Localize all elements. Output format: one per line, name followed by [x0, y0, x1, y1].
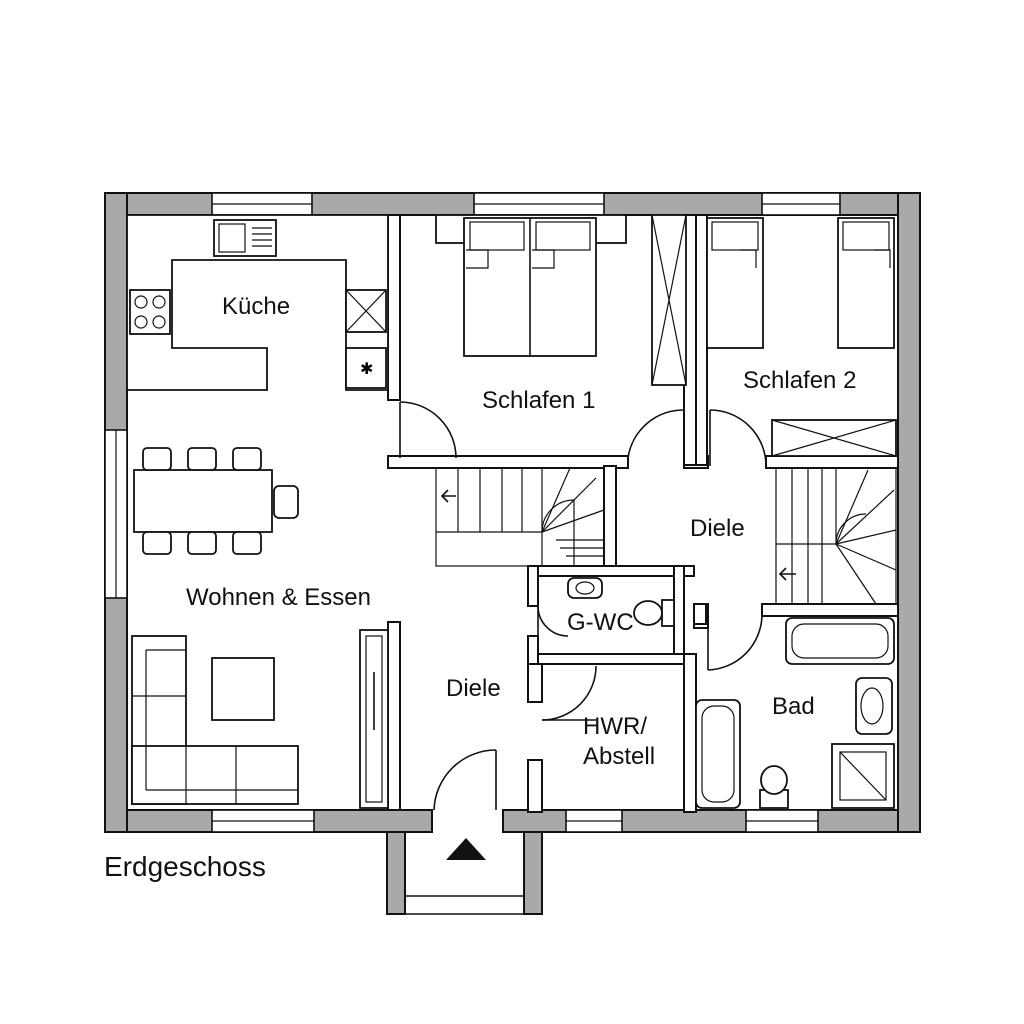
dining-table [133, 447, 299, 555]
room-label-bedroom1: Schlafen 1 [482, 387, 595, 414]
room-label-bedroom2: Schlafen 2 [743, 367, 856, 394]
bedroom1-furniture [435, 214, 687, 386]
toilet-icon [760, 765, 788, 795]
room-label-utility-line2: Abstell [583, 743, 655, 770]
windows [104, 192, 841, 833]
room-label-hall-lower: Diele [446, 675, 501, 702]
room-label-bath: Bad [772, 693, 815, 720]
doors [399, 401, 767, 860]
bathtub-lower [695, 699, 741, 809]
room-label-kitchen: Küche [222, 293, 290, 320]
bathtub-upper [785, 617, 895, 665]
stairs-left [435, 467, 605, 567]
room-label-guest-wc: G-WC [567, 609, 634, 636]
bedroom2-furniture [706, 217, 897, 457]
guest-wc-fixtures [567, 577, 675, 627]
coffee-table [211, 657, 275, 721]
room-label-utility-line1: HWR/ [583, 713, 647, 740]
interior-walls [386, 214, 899, 915]
svg-text:✱: ✱ [360, 359, 373, 378]
floor-label: Erdgeschoss [104, 851, 266, 882]
oven-icon [345, 347, 387, 389]
room-label-hall-upper: Diele [690, 515, 745, 542]
entrance-arrow-icon [446, 838, 486, 860]
bath-fixtures [695, 617, 895, 809]
room-label-living: Wohnen & Essen [186, 584, 371, 611]
stove-icon [129, 289, 171, 335]
living-furniture [131, 629, 389, 809]
stairs-right [775, 467, 897, 605]
kitchen-furniture: ✱ [126, 214, 389, 391]
